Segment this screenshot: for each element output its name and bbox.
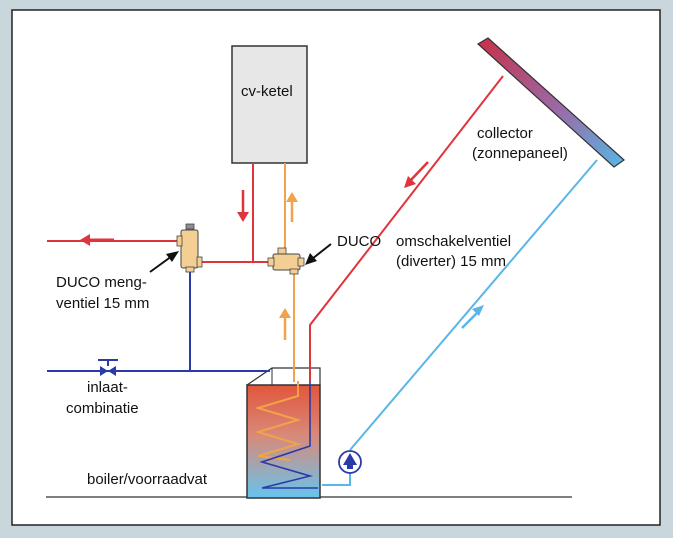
arrow-ketel-down [237, 190, 249, 222]
diverter-label-line2: (diverter) 15 mm [396, 253, 506, 270]
arrow-ketel-return-up [286, 192, 298, 222]
solar-coil [259, 378, 318, 489]
diverter-duco-label: DUCO [337, 233, 381, 250]
pump-to-tank-pipe [322, 473, 351, 486]
pump-icon [338, 450, 362, 474]
inlet-label-line1: inlaat- [87, 379, 128, 396]
mixing-valve-icon [176, 223, 203, 273]
valve-icon [98, 359, 118, 376]
collector-panel [476, 37, 625, 168]
boiler-tank [246, 367, 321, 499]
mixing-valve-label-line2: ventiel 15 mm [56, 295, 149, 312]
cv-ketel-box [231, 45, 308, 164]
boiler-label: boiler/voorraadvat [87, 471, 208, 488]
arrow-hot-outlet [80, 234, 114, 246]
warm-coil [254, 381, 302, 461]
cv-ketel-label: cv-ketel [241, 83, 293, 100]
mixing-valve-pointer [149, 251, 179, 273]
arrow-collector-supply [404, 161, 429, 188]
arrow-tank-up [279, 308, 291, 340]
mixing-valve-label-line1: DUCO meng- [56, 274, 147, 291]
arrow-collector-return [461, 305, 484, 329]
collector-return-pipe [349, 159, 598, 451]
collector-label-line1: collector [477, 125, 533, 142]
collector-supply-pipe [309, 75, 504, 382]
paper-panel [11, 9, 661, 526]
collector-label-line2: (zonnepaneel) [472, 145, 568, 162]
diverter-valve-pointer [305, 243, 332, 265]
inlet-label-line2: combinatie [66, 400, 139, 417]
diverter-label-line1: omschakelventiel [396, 233, 511, 250]
diverter-valve-icon [267, 247, 305, 275]
